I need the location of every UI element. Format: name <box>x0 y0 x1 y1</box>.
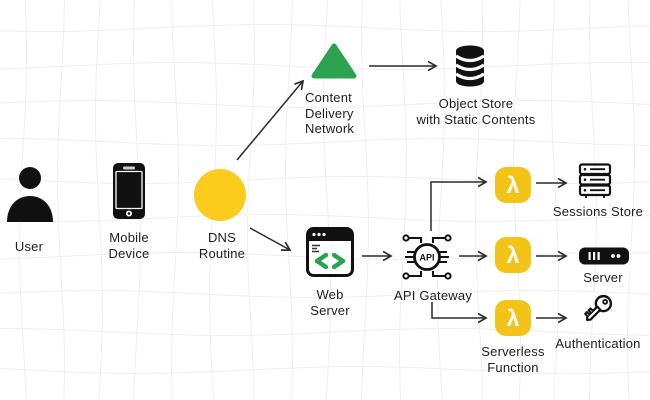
node-server <box>578 246 630 271</box>
svg-text:API: API <box>419 253 434 263</box>
node-cdn-label: Content Delivery Network <box>305 90 355 136</box>
edge-api-gateway-to-lambda-bottom <box>431 302 488 324</box>
cdn-triangle-icon <box>311 43 357 79</box>
dns-circle-icon <box>194 169 246 221</box>
user-icon <box>7 167 53 222</box>
lambda-icon: λ <box>495 300 531 336</box>
sessions-store-icon <box>578 163 612 198</box>
node-dns-routine <box>194 169 246 221</box>
edge-api-gateway-to-lambda-top <box>430 176 488 231</box>
node-cdn <box>310 42 358 85</box>
node-user <box>4 166 56 227</box>
mobile-device-icon <box>113 163 145 219</box>
node-lambda-bottom: λ <box>495 300 531 336</box>
node-sessions-store <box>578 163 612 204</box>
api-gateway-icon: API <box>402 234 452 280</box>
node-lambda-top: λ <box>495 167 531 203</box>
node-mobile-device <box>112 162 146 225</box>
node-server-label: Server <box>583 270 623 285</box>
edge-dns-to-web-server <box>249 227 292 251</box>
lambda-icon: λ <box>495 237 531 273</box>
web-server-icon <box>306 227 354 277</box>
lambda-glyph: λ <box>506 241 520 268</box>
node-web-server <box>306 227 354 282</box>
node-api-gateway-label: API Gateway <box>393 288 473 303</box>
node-dns-routine-label: DNS Routine <box>198 230 246 261</box>
node-object-store-label: Object Store with Static Contents <box>416 96 536 127</box>
node-mobile-device-label: Mobile Device <box>108 230 150 261</box>
node-user-label: User <box>14 239 44 254</box>
authentication-key-icon <box>584 294 613 321</box>
lambda-icon: λ <box>495 167 531 203</box>
server-icon <box>579 247 629 265</box>
node-authentication-label: Authentication <box>555 336 641 351</box>
node-object-store <box>452 45 488 92</box>
node-authentication <box>577 292 617 337</box>
node-serverless-function-label: Serverless Function <box>481 344 545 375</box>
object-store-icon <box>455 45 485 87</box>
lambda-glyph: λ <box>506 304 520 331</box>
node-lambda-middle: λ <box>495 237 531 273</box>
node-sessions-store-label: Sessions Store <box>552 204 644 219</box>
lambda-glyph: λ <box>506 171 520 198</box>
node-web-server-label: Web Server <box>310 287 350 318</box>
edge-dns-to-cdn <box>236 79 305 161</box>
node-api-gateway: API <box>400 232 454 287</box>
